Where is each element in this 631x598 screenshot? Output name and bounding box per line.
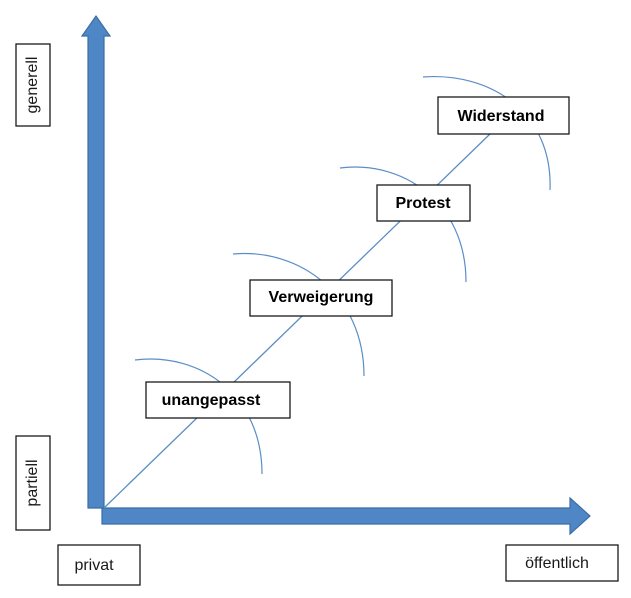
x-axis-left-label: privat [74,557,114,574]
horizontal-axis-arrow [101,496,591,536]
vertical-axis-arrow [80,14,112,509]
y-axis-top-label-box: generell [15,43,51,127]
stage-box-protest: Protest [376,184,471,222]
y-axis-bottom-label-box: partiell [15,435,51,531]
x-axis-left-label-box: privat [57,544,141,586]
stage-label-widerstand: Widerstand [458,108,545,125]
stage-label-unangepasst: unangepasst [162,392,261,409]
stage-label-verweigerung: Verweigerung [269,289,374,306]
stage-label-protest: Protest [395,195,451,212]
y-axis-top-label: generell [24,57,41,114]
x-axis-right-label: öffentlich [525,555,589,572]
y-axis-bottom-label: partiell [24,459,41,506]
stage-arc-protest [339,166,467,283]
x-axis-right-label-box: öffentlich [505,544,619,582]
stage-box-verweigerung: Verweigerung [249,279,393,317]
stage-box-widerstand: Widerstand [437,96,570,135]
stage-box-unangepasst: unangepasst [145,381,291,419]
